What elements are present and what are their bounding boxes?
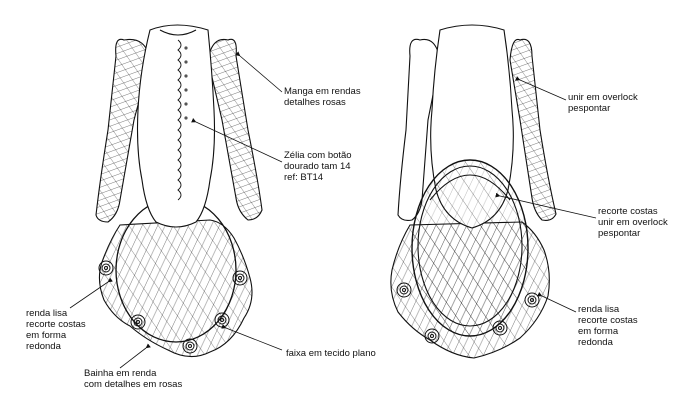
leader-front-sleeve bbox=[235, 51, 283, 93]
label-front-button: Zélia com botão dourado tam 14 ref: BT14 bbox=[284, 150, 352, 183]
leader-front-button bbox=[191, 118, 283, 163]
label-back-overlock: unir em overlock pespontar bbox=[568, 92, 638, 114]
label-back-lace: renda lisa recorte costas em forma redon… bbox=[578, 304, 638, 348]
label-back-cutout: recorte costas unir em overlock pesponta… bbox=[598, 206, 668, 239]
back-plain-band bbox=[417, 165, 523, 327]
back-view bbox=[390, 24, 557, 359]
button-icon bbox=[184, 46, 188, 120]
rose-motif-icon bbox=[98, 260, 248, 354]
leader-front-lace bbox=[69, 277, 113, 309]
label-front-sleeve: Manga em rendas detalhes rosas bbox=[284, 86, 361, 108]
front-lace-skirt bbox=[98, 219, 253, 358]
leader-back-lace bbox=[537, 291, 577, 313]
rose-motif-icon bbox=[396, 282, 540, 344]
label-front-band: faixa em tecido plano bbox=[286, 348, 376, 359]
label-front-lace: renda lisa recorte costas em forma redon… bbox=[26, 308, 86, 352]
front-placket bbox=[177, 39, 182, 201]
leader-front-band bbox=[221, 324, 283, 351]
leader-lines bbox=[69, 51, 597, 369]
leader-front-hem bbox=[119, 343, 151, 369]
leader-back-cutout bbox=[495, 192, 597, 219]
leader-back-overlock bbox=[515, 76, 567, 101]
front-view bbox=[95, 24, 263, 358]
front-bodice bbox=[136, 24, 216, 228]
label-front-hem: Bainha em renda com detalhes em rosas bbox=[84, 368, 183, 390]
